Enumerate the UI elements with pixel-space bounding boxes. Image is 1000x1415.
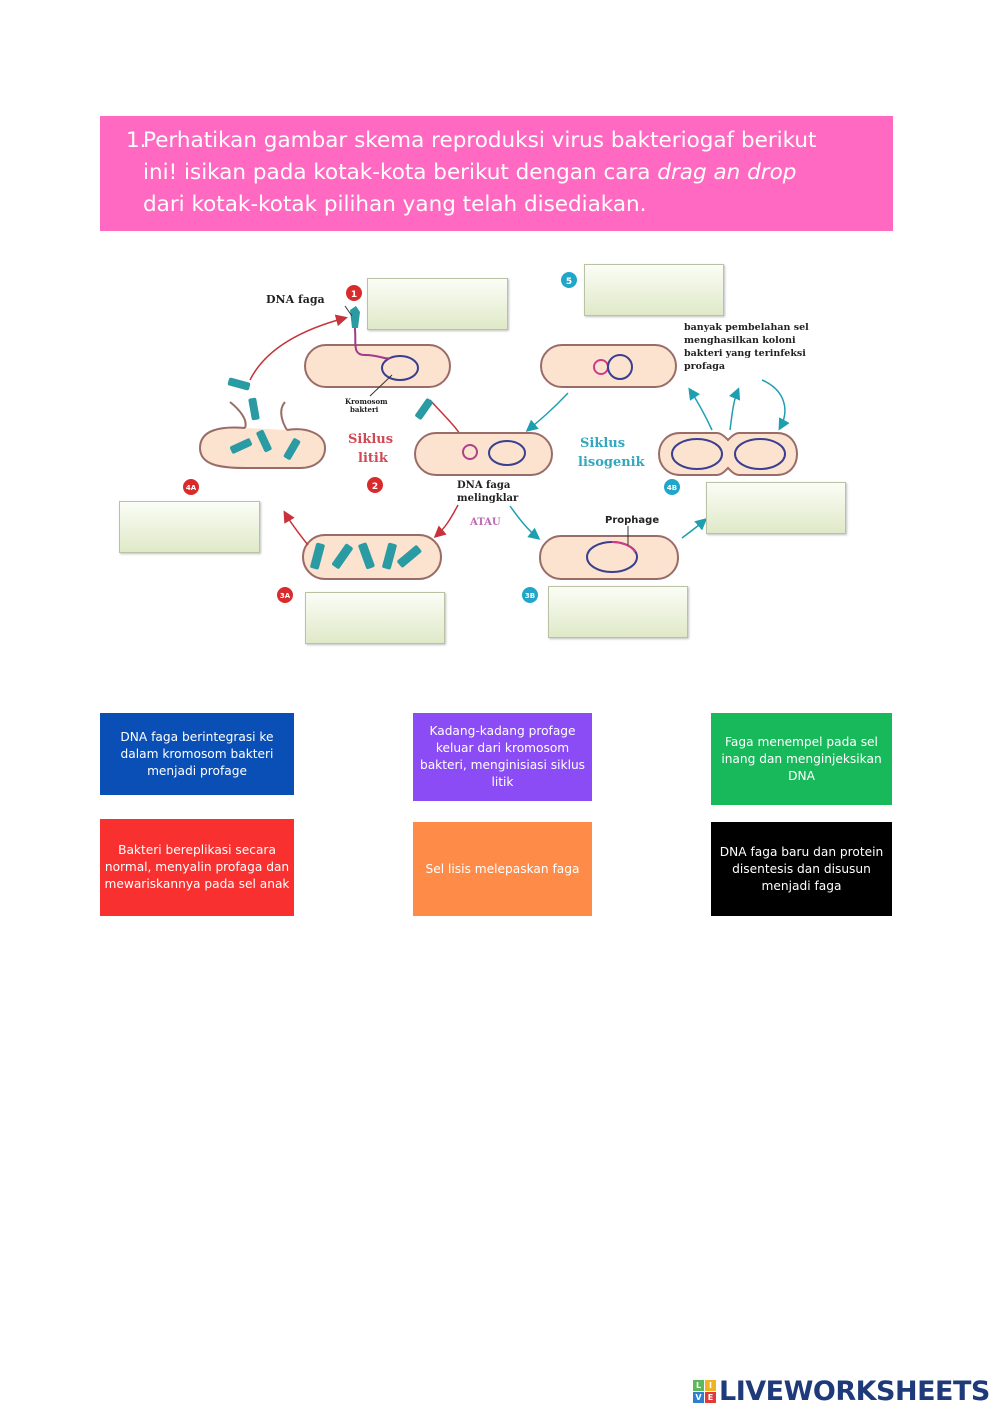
logo-grid-letter: V (693, 1391, 704, 1403)
liveworksheets-logo: L I V E LIVEWORKSHEETS (693, 1374, 990, 1408)
logo-grid-letter: I (705, 1379, 716, 1391)
instruction-emphasis: drag an drop (657, 160, 797, 185)
answer-tile[interactable]: Kadang-kadang profage keluar dari kromos… (413, 713, 592, 801)
label-bakteri: bakteri (350, 405, 379, 414)
instruction-line-3: dari kotak-kotak pilihan yang telah dise… (143, 192, 647, 217)
cell-infection (304, 305, 451, 397)
label-siklus-lisogenik-2: lisogenik (578, 455, 646, 470)
label-prophage: Prophage (605, 515, 659, 526)
badge-step-2: 2 (367, 477, 383, 493)
dropzone-step-3a[interactable] (305, 592, 445, 644)
question-number: 1. (126, 128, 147, 153)
answer-tile[interactable]: DNA faga berintegrasi ke dalam kromosom … (100, 713, 294, 795)
logo-grid-icon: L I V E (693, 1379, 716, 1403)
cell-prophage (539, 526, 679, 580)
cell-dividing (657, 432, 799, 476)
cell-circular-dna (414, 432, 553, 476)
answer-tile[interactable]: Faga menempel pada sel inang dan menginj… (711, 713, 892, 805)
bacteriophage-diagram: DNA faga Kromosom bakteri Siklus litik D… (100, 250, 910, 650)
svg-text:4A: 4A (186, 484, 197, 492)
badge-step-4b: 4B (664, 479, 680, 495)
answer-tile[interactable]: Bakteri bereplikasi secara normal, menya… (100, 819, 294, 916)
cell-phage-assembly (302, 534, 442, 580)
label-kromosom: Kromosom (345, 397, 388, 406)
label-siklus-lisogenik-1: Siklus (580, 436, 625, 451)
instruction-line-2-text: ini! isikan pada kotak-kota berikut deng… (143, 160, 658, 185)
dropzone-step-4b[interactable] (706, 482, 846, 534)
label-dna-melingkar-2: melingklar (457, 493, 519, 504)
svg-text:5: 5 (566, 277, 572, 287)
badge-step-4a: 4A (183, 479, 199, 495)
dropzone-step-1[interactable] (367, 278, 508, 330)
label-colony-3: bakteri yang terinfeksi (684, 348, 806, 359)
svg-text:4B: 4B (667, 484, 677, 492)
dropzone-step-3b[interactable] (548, 586, 688, 638)
label-siklus-litik-2: litik (358, 451, 389, 466)
svg-text:1: 1 (351, 290, 357, 300)
diagram-illustration: DNA faga Kromosom bakteri Siklus litik D… (183, 272, 809, 603)
cell-lysis (198, 377, 327, 469)
label-colony-4: profaga (684, 361, 725, 372)
label-dna-melingkar-1: DNA faga (457, 480, 511, 491)
label-siklus-litik-1: Siklus (348, 432, 393, 447)
label-atau: ATAU (469, 517, 501, 528)
answer-tile[interactable]: DNA faga baru dan protein disentesis dan… (711, 822, 892, 916)
instruction-line-1: Perhatikan gambar skema reproduksi virus… (143, 128, 817, 153)
svg-text:3B: 3B (525, 592, 535, 600)
label-colony-2: menghasilkan koloni (684, 335, 796, 346)
logo-text: LIVEWORKSHEETS (719, 1375, 990, 1407)
label-colony-1: banyak pembelahan sel (684, 322, 809, 333)
cell-excision (540, 344, 677, 388)
badge-step-3a: 3A (277, 587, 293, 603)
answer-tile[interactable]: Sel lisis melepaskan faga (413, 822, 592, 916)
instruction-line-2: ini! isikan pada kotak-kota berikut deng… (126, 157, 873, 189)
badge-step-3b: 3B (522, 587, 538, 603)
badge-step-1: 1 (346, 285, 362, 301)
badge-step-5: 5 (561, 272, 577, 288)
logo-grid-letter: E (705, 1391, 716, 1403)
instruction-banner: 1. Perhatikan gambar skema reproduksi vi… (100, 116, 893, 231)
svg-text:2: 2 (372, 482, 378, 492)
dropzone-step-5[interactable] (584, 264, 724, 316)
label-dna-faga: DNA faga (266, 293, 325, 306)
svg-text:3A: 3A (280, 592, 291, 600)
dropzone-step-4a[interactable] (119, 501, 260, 553)
logo-grid-letter: L (693, 1379, 704, 1391)
